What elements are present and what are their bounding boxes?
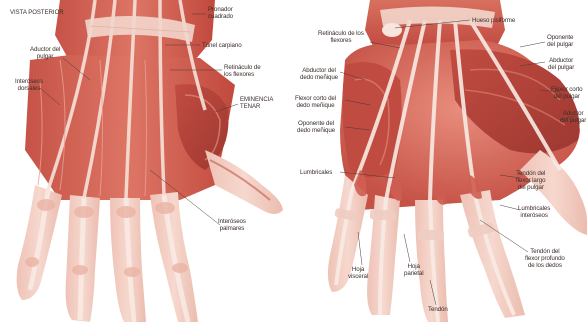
label-hoja-visceral: Hoja visceral [348, 266, 368, 280]
label-retinaculo-flexores-left: Retináculo de los flexores [224, 64, 261, 78]
label-oponente-dedo-menique: Oponente del dedo meñique [297, 120, 335, 134]
label-pronador-cuadrado: Pronador cuadrado [208, 6, 233, 20]
label-aductor-pulgar-left: Aductor del pulgar [30, 46, 60, 60]
left-panel-title: VISTA POSTERIOR [10, 10, 64, 17]
label-lumbricales: Lumbricales [300, 169, 332, 176]
label-interoseos-dorsales: Interóseos dorsales [15, 78, 43, 92]
label-interoseos-palmares: Interóseos palmares [218, 218, 246, 232]
label-tunel-carpiano: Túnel carpiano [202, 42, 242, 49]
label-abductor-pulgar: Abductor del pulgar [548, 57, 574, 71]
label-eminencia-tenar: EMINENCIA TENAR [240, 97, 273, 111]
label-hoja-parietal: Hoja parietal [404, 263, 424, 277]
label-tendon-flexor-profundo: Tendón del flexor profundo de los dedos [525, 248, 565, 269]
label-oponente-pulgar: Oponente del pulgar [547, 34, 573, 48]
label-aductor-pulgar-right: Aductor del pulgar [560, 110, 586, 124]
label-flexor-corto-menique: Flexor corto del dedo meñique [295, 95, 336, 109]
label-retinaculo-flexores-right: Retináculo de los flexores [318, 30, 364, 44]
label-tendon-flexor-largo: Tendón del flexor largo del pulgar [516, 170, 545, 191]
label-flexor-corto-pulgar: Flexor corto del pulgar [551, 86, 582, 100]
label-lumbricales-interoseos: Lumbricales interóseos [518, 205, 550, 219]
label-hueso-pisiforme: Hueso pisiforme [472, 17, 515, 24]
label-abductor-dedo-menique: Abductor del dedo meñique [300, 67, 338, 81]
label-tendon: Tendón [428, 306, 448, 313]
